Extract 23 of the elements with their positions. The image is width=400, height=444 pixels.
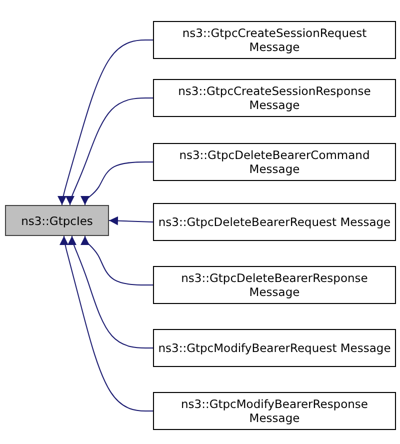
class-box	[153, 392, 396, 430]
class-name: ns3::GtpcCreateSessionResponse Message	[177, 84, 372, 112]
inheritance-arrow	[80, 236, 154, 286]
class-box	[153, 266, 396, 304]
class-box	[153, 329, 396, 367]
class-name: ns3::GtpcCreateSessionRequest Message	[181, 26, 368, 54]
class-box	[153, 21, 396, 59]
class-box	[153, 79, 396, 117]
inheritance-arrow	[80, 162, 154, 206]
inheritance-arrow	[60, 236, 154, 412]
class-name: ns3::GtpcDeleteBearerCommand Message	[178, 148, 371, 176]
inheritance-arrow	[68, 236, 154, 348]
base-class-box	[5, 205, 109, 236]
inheritance-arrow	[108, 216, 154, 226]
class-box	[153, 143, 396, 181]
class-name: ns3::GtpcModifyBearerResponse Message	[180, 397, 369, 425]
class-name: ns3::GtpcIes	[21, 214, 93, 228]
class-name: ns3::GtpcDeleteBearerRequest Message	[158, 215, 391, 229]
inheritance-arrow	[58, 40, 154, 206]
class-name: ns3::GtpcDeleteBearerResponse Message	[180, 271, 369, 299]
inheritance-arrow	[66, 98, 154, 206]
class-name: ns3::GtpcModifyBearerRequest Message	[158, 341, 391, 355]
class-box	[153, 203, 396, 241]
